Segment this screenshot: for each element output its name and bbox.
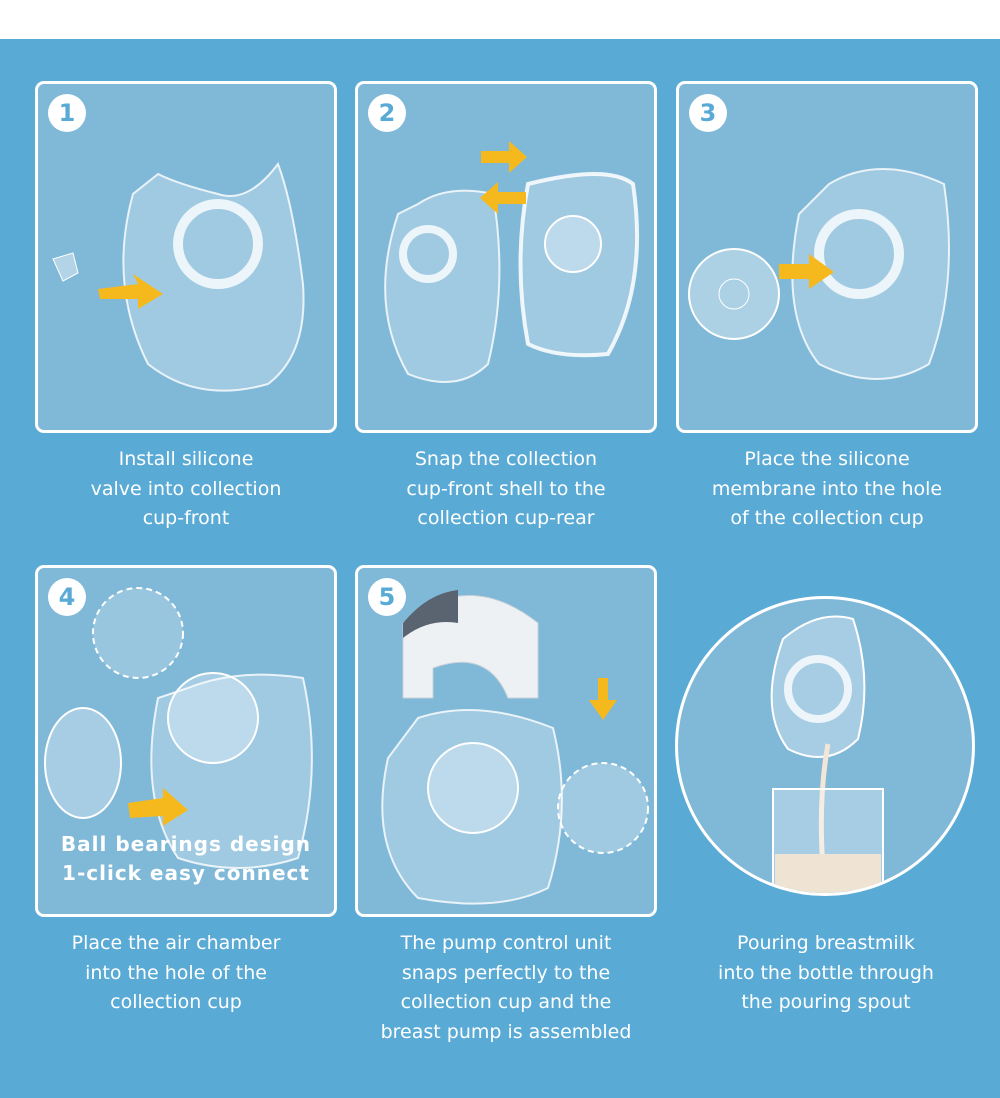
caption-line: Snap the collection (414, 448, 598, 470)
caption-line: collection cup and the (400, 991, 612, 1013)
arrow-icon (779, 254, 834, 289)
caption-line: The pump control unit (400, 932, 612, 954)
step-2-panel: 2 (355, 81, 657, 433)
step-4-panel: 4 Ball bearings design 1-click easy conn… (35, 565, 337, 917)
caption-line: into the hole of the (85, 961, 267, 984)
step-number-badge: 1 (48, 94, 86, 132)
step-number-badge: 5 (368, 578, 406, 616)
overlay-line: Ball bearings design (60, 832, 312, 856)
collection-cup-illustration (52, 161, 305, 392)
arrow-icon (128, 788, 188, 826)
membrane-illustration (688, 168, 950, 380)
step-4-caption: Place the air chamber into the hole of t… (16, 929, 336, 1018)
caption-line: into the bottle through (718, 961, 934, 984)
caption-line: collection cup (110, 991, 242, 1013)
caption-line: cup-front shell to the (406, 477, 606, 500)
step-6-caption: Pouring breastmilk into the bottle throu… (666, 929, 986, 1018)
pouring-illustration-circle (675, 596, 975, 896)
step-2-caption: Snap the collection cup-front shell to t… (346, 445, 666, 534)
arrow-left-icon (480, 182, 526, 214)
step-3-caption: Place the silicone membrane into the hol… (667, 445, 987, 534)
caption-line: Place the silicone (744, 448, 910, 470)
caption-line: membrane into the hole (711, 477, 943, 500)
caption-line: Place the air chamber (71, 932, 281, 954)
caption-line: valve into collection (90, 477, 282, 500)
step-number-badge: 3 (689, 94, 727, 132)
caption-line: collection cup-rear (417, 507, 595, 529)
arrow-right-icon (481, 141, 527, 173)
step-1-caption: Install silicone valve into collection c… (26, 445, 346, 534)
arrow-icon (98, 274, 163, 309)
step-5-panel: 5 (355, 565, 657, 917)
step-number-badge: 4 (48, 578, 86, 616)
caption-line: Install silicone (118, 448, 254, 470)
arrow-down-icon (589, 678, 617, 720)
step-5-caption: The pump control unit snaps perfectly to… (346, 929, 666, 1047)
caption-line: breast pump is assembled (380, 1020, 632, 1043)
air-chamber-illustration (44, 587, 313, 869)
step-number-badge: 2 (368, 94, 406, 132)
feature-overlay-text: Ball bearings design 1-click easy connec… (38, 830, 334, 888)
step-1-panel: 1 (35, 81, 337, 433)
pouring-illustration (770, 615, 884, 893)
caption-line: cup-front (142, 507, 230, 529)
overlay-line: 1-click easy connect (62, 861, 310, 885)
caption-line: snaps perfectly to the (401, 961, 611, 984)
cup-front-and-rear-illustration (384, 141, 640, 383)
caption-line: of the collection cup (730, 507, 924, 529)
step-3-panel: 3 (676, 81, 978, 433)
pump-assembly-illustration (381, 590, 649, 905)
caption-line: the pouring spout (741, 991, 911, 1013)
caption-line: Pouring breastmilk (737, 932, 915, 954)
